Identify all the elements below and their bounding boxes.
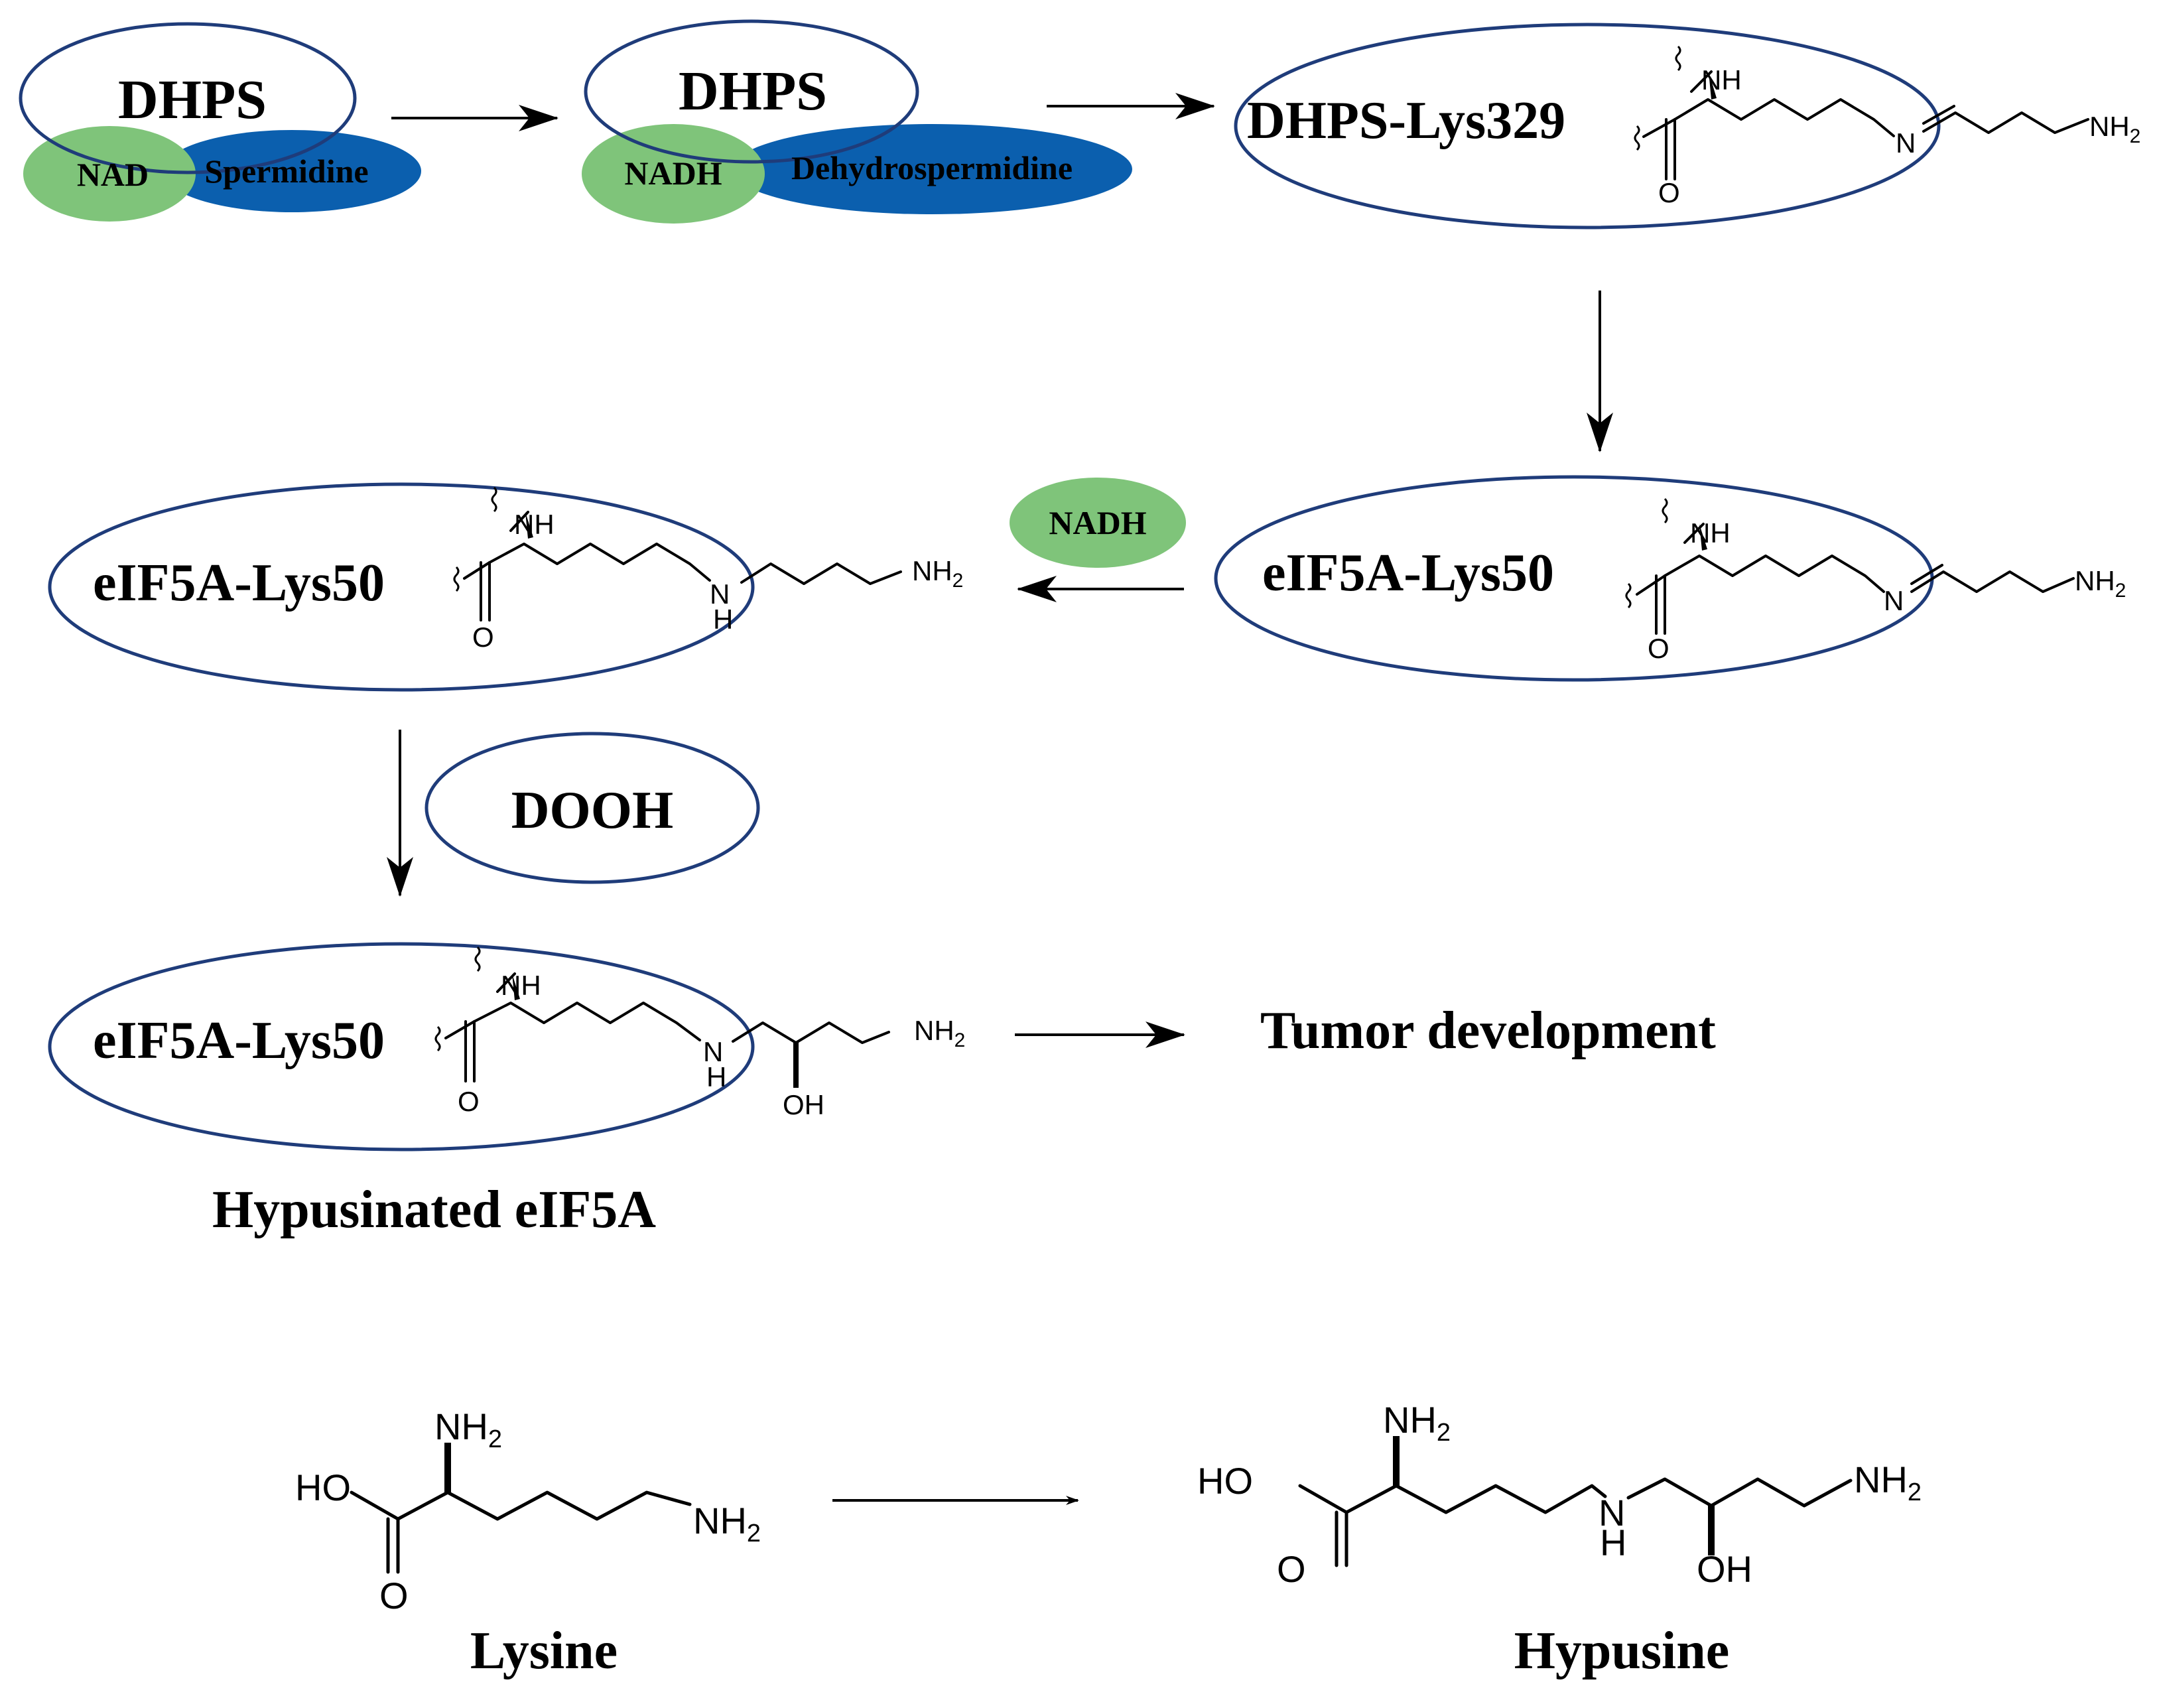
nad-label: NAD — [77, 156, 149, 193]
nh2-label-c: NH2 — [912, 555, 963, 592]
complex-eif5a-lys50-amine: eIF5A-Lys50 NH O N H NH2 — [48, 482, 963, 692]
complex-dhps-nad-spermidine: DHPS NAD Spermidine — [19, 22, 421, 222]
hypusine-n-label: N — [1599, 1492, 1625, 1534]
o-label-d: O — [458, 1086, 480, 1117]
o-label-b: O — [1648, 633, 1669, 664]
lys50-imine-structure: NH O N NH2 — [1625, 497, 2126, 664]
dhps-lys329-label: DHPS-Lys329 — [1247, 92, 1565, 150]
eif5a-hypusine-oval — [48, 942, 755, 1151]
nh2-label-d: NH2 — [914, 1015, 965, 1051]
dhps-enzyme-oval-2 — [584, 19, 919, 164]
complex-eif5a-lys50-hypusine: eIF5A-Lys50 NH O N H OH NH2 — [48, 942, 965, 1151]
lys50-hypusine-structure: NH O N H OH NH2 — [434, 946, 965, 1120]
hypusine-label: Hypusine — [1514, 1622, 1730, 1680]
o-label-c: O — [472, 622, 494, 653]
dooh-label: DOOH — [511, 781, 673, 840]
nh2-label-b: NH2 — [2075, 565, 2126, 602]
nh-h-label-d: H — [706, 1061, 726, 1092]
hypusine-o-label: O — [1277, 1548, 1306, 1590]
eif5a-lys50-hypusine-label: eIF5A-Lys50 — [93, 1012, 385, 1070]
hypusinated-eif5a-label: Hypusinated eIF5A — [212, 1181, 656, 1239]
dooh-oval — [425, 732, 760, 884]
complex-eif5a-lys50-imine: eIF5A-Lys50 NH O N NH2 — [1214, 475, 2126, 682]
nh-label-c: NH — [514, 509, 555, 540]
n-label-d: N — [703, 1036, 723, 1067]
nh-h-label-c: H — [713, 604, 733, 635]
tumor-development-label: Tumor development — [1260, 1002, 1716, 1060]
spermidine-blob — [163, 130, 421, 212]
dehydrospermidine-blob — [732, 124, 1132, 214]
nh-label-d: NH — [501, 970, 541, 1001]
nadh-cofactor-2: NADH — [1010, 478, 1186, 568]
oh-label-d: OH — [783, 1089, 824, 1120]
dhps-lys329-oval — [1234, 23, 1941, 230]
o-label-a: O — [1658, 177, 1680, 208]
lys50-amine-structure: NH O N H NH2 — [453, 486, 963, 653]
nadh-label-1: NADH — [624, 155, 722, 192]
lysine-alpha-nh2-label: NH2 — [434, 1406, 502, 1453]
eif5a-lys50-imine-label: eIF5A-Lys50 — [1262, 544, 1554, 602]
hypusine-oh-label: OH — [1697, 1548, 1752, 1590]
complex-dhps-lys329: DHPS-Lys329 NH O N NH2 — [1234, 23, 2140, 230]
nh2-label-a: NH2 — [2089, 111, 2140, 147]
hypusine-ho-label: HO — [1197, 1460, 1253, 1502]
eif5a-amine-oval — [48, 482, 755, 692]
dhps-label-1: DHPS — [118, 69, 267, 131]
dooh-enzyme: DOOH — [425, 732, 760, 884]
nadh-blob-1 — [582, 124, 765, 224]
complex-dhps-nadh-dehydrospermidine: DHPS NADH Dehydrospermidine — [582, 19, 1132, 224]
lysine-label: Lysine — [470, 1622, 618, 1680]
hypusine-terminal-nh2-label: NH2 — [1854, 1459, 1922, 1506]
dhps-enzyme-oval-1 — [19, 22, 357, 174]
spermidine-label: Spermidine — [204, 153, 368, 190]
lysine-structure: HO O NH2 NH2 — [295, 1406, 761, 1616]
lysine-o-label: O — [379, 1575, 409, 1616]
lys329-imine-structure: NH O N NH2 — [1634, 45, 2140, 208]
nh-label-b: NH — [1690, 517, 1731, 549]
nadh-label-2: NADH — [1049, 504, 1146, 541]
nadh-blob-2 — [1010, 478, 1186, 568]
dhps-label-2: DHPS — [679, 60, 827, 122]
n-label-c: N — [710, 578, 730, 610]
hypusine-h-label: H — [1600, 1522, 1626, 1563]
n-label-b: N — [1884, 585, 1904, 616]
hypusine-structure: HO O NH2 N H OH NH2 — [1197, 1399, 1922, 1590]
nh-label-a: NH — [1701, 64, 1742, 96]
eif5a-lys50-amine-label: eIF5A-Lys50 — [93, 554, 385, 612]
n-label-a: N — [1896, 127, 1916, 159]
dehydrospermidine-label: Dehydrospermidine — [791, 149, 1073, 186]
lysine-eps-nh2-label: NH2 — [693, 1500, 761, 1547]
lysine-ho-label: HO — [295, 1467, 351, 1508]
hypusine-alpha-nh2-label: NH2 — [1383, 1399, 1451, 1447]
